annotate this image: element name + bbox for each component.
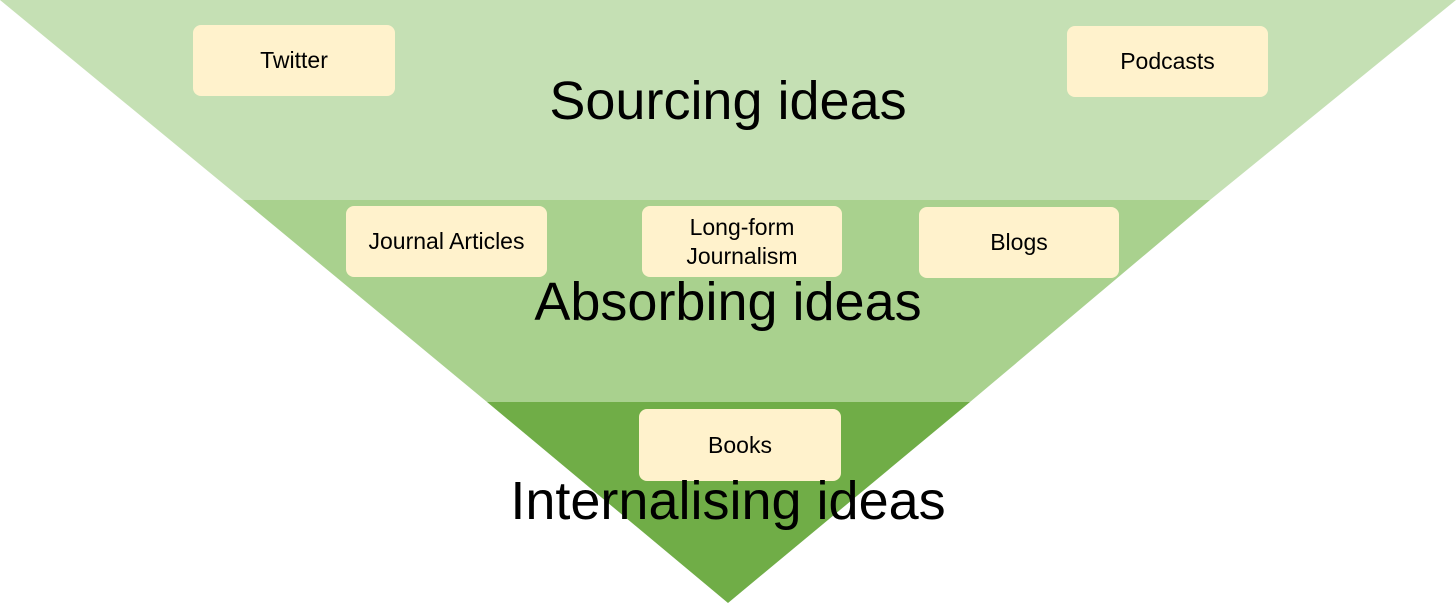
books-label: Books	[708, 431, 772, 458]
twitter-box: Twitter	[193, 25, 395, 96]
blogs-box: Blogs	[919, 207, 1119, 278]
sourcing-ideas-label: Sourcing ideas	[549, 71, 907, 131]
books-box: Books	[639, 409, 841, 481]
twitter-label: Twitter	[260, 47, 328, 73]
long-form-journalism-box: Long-form Journalism	[642, 206, 842, 277]
podcasts-box: Podcasts	[1067, 26, 1268, 97]
long-form-journalism-label: Long-form Journalism	[686, 213, 798, 269]
blogs-label: Blogs	[990, 229, 1048, 255]
podcasts-label: Podcasts	[1120, 48, 1215, 74]
internalising-band	[487, 402, 970, 603]
journal-articles-box: Journal Articles	[346, 206, 547, 277]
journal-articles-label: Journal Articles	[368, 228, 525, 254]
absorbing-ideas-label: Absorbing ideas	[534, 272, 922, 332]
internalising-ideas-label: Internalising ideas	[510, 471, 946, 531]
